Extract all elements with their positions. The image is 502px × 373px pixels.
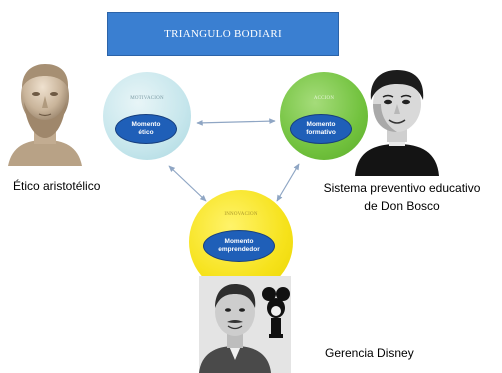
oval-line-2: ético [138,129,154,136]
oval-line-1: Momento [306,121,336,128]
aristotle-bust-image [4,58,86,166]
accion-node: ACCION Momento formativo [280,72,368,160]
momento-etico-oval: Momento ético [115,114,177,144]
motivacion-header: MOTIVACION [130,96,164,101]
diagram-title: TRIANGULO BODIARI [164,28,282,40]
oval-line-2: emprendedor [218,246,260,253]
arrow-left-bottom [168,165,207,202]
caption-line-2: de Don Bosco [364,199,440,213]
momento-emprendedor-oval: Momento emprendedor [203,230,275,262]
don-bosco-portrait-image [355,60,439,176]
accion-header: ACCION [313,96,335,101]
diagram-title-box: TRIANGULO BODIARI [107,12,339,56]
caption-don-bosco: Sistema preventivo educativo de Don Bosc… [307,179,497,215]
momento-formativo-oval: Momento formativo [290,114,352,144]
walt-disney-portrait-image [199,276,291,373]
caption-etico-aristotelico: Ético aristotélico [13,179,101,193]
innovacion-header: INNOVACION [224,212,258,217]
oval-line-1: Momento [131,121,161,128]
arrow-right-bottom [276,163,300,202]
caption-gerencia-disney: Gerencia Disney [325,346,414,360]
caption-line-1: Sistema preventivo educativo [323,181,481,195]
motivacion-node: MOTIVACION Momento ético [103,72,191,160]
oval-line-2: formativo [306,129,336,136]
arrow-left-right [196,118,276,126]
oval-line-1: Momento [224,238,254,245]
